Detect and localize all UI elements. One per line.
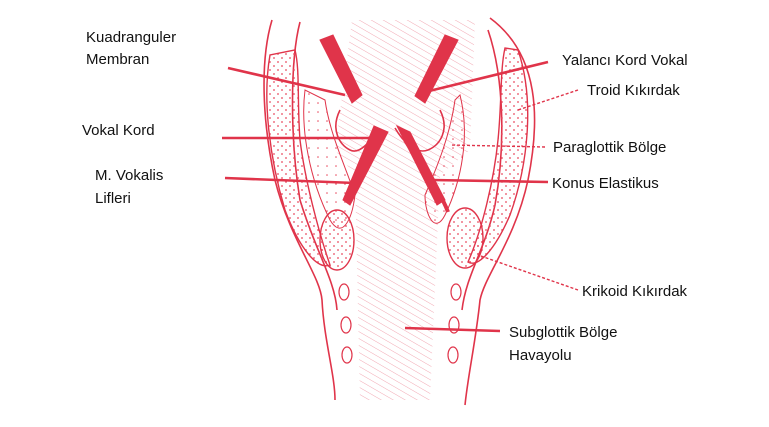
label-paraglottik: Paraglottik Bölge [553,137,666,158]
label-vokalis-line1: M. Vokalis [95,165,163,186]
leader-krikoid [478,255,578,290]
label-subglottik-line2: Havayolu [509,345,572,366]
cricoid-right [447,208,483,268]
label-troid: Troid Kıkırdak [587,80,680,101]
label-subglottik-line1: Subglottik Bölge [509,322,617,343]
cricoid-left [320,210,354,270]
label-krikoid: Krikoid Kıkırdak [582,281,687,302]
label-kuadranguler-line1: Kuadranguler [86,27,176,48]
airway [335,20,475,400]
label-konus: Konus Elastikus [552,173,659,194]
label-yalanci-kord: Yalancı Kord Vokal [562,50,688,71]
label-vokal-kord: Vokal Kord [82,120,155,141]
label-kuadranguler-line2: Membran [86,49,149,70]
label-vokalis-line2: Lifleri [95,188,131,209]
